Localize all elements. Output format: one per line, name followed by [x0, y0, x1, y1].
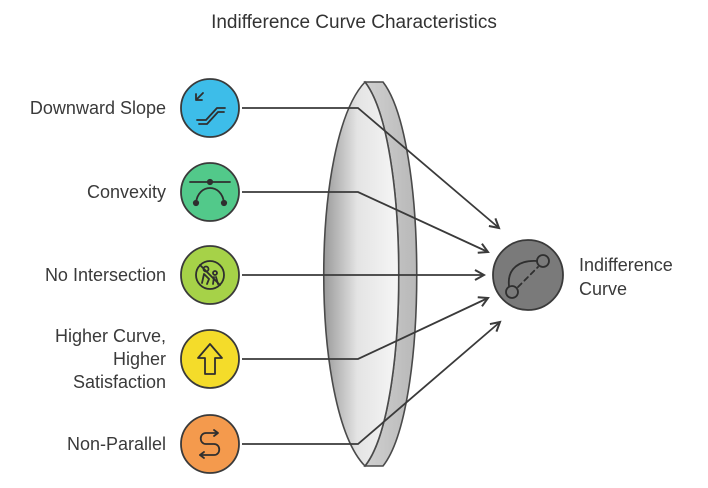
connector-lines [242, 107, 500, 445]
connector-higher-curve [242, 298, 488, 360]
label-indifference-curve: Indifference Curve [579, 255, 673, 299]
bezier-curve-icon [189, 178, 231, 207]
diagram-title: Indifference Curve Characteristics [211, 12, 497, 33]
label-downward-slope: Downward Slope [29, 98, 166, 118]
input-node-no-intersection [180, 245, 240, 305]
input-node-downward-slope [180, 78, 240, 138]
input-node-non-parallel [180, 414, 240, 474]
input-node-convexity [180, 162, 240, 222]
curve-connection-icon [505, 254, 550, 299]
label-higher-curve: Higher Curve, Higher Satisfaction [54, 326, 166, 392]
label-non-parallel: Non-Parallel [66, 434, 166, 454]
arrow-up-icon [197, 343, 223, 375]
label-no-intersection: No Intersection [44, 265, 166, 285]
connector-convexity [242, 191, 488, 252]
lens-shape [323, 80, 418, 468]
label-convexity: Convexity [86, 182, 166, 202]
connector-downward-slope [242, 107, 499, 228]
input-node-higher-curve [180, 329, 240, 389]
winding-path-icon [199, 429, 221, 459]
no-crossing-icon [195, 260, 225, 290]
escalator-down-icon [195, 92, 226, 125]
result-node [492, 239, 564, 311]
connector-non-parallel [242, 322, 500, 445]
